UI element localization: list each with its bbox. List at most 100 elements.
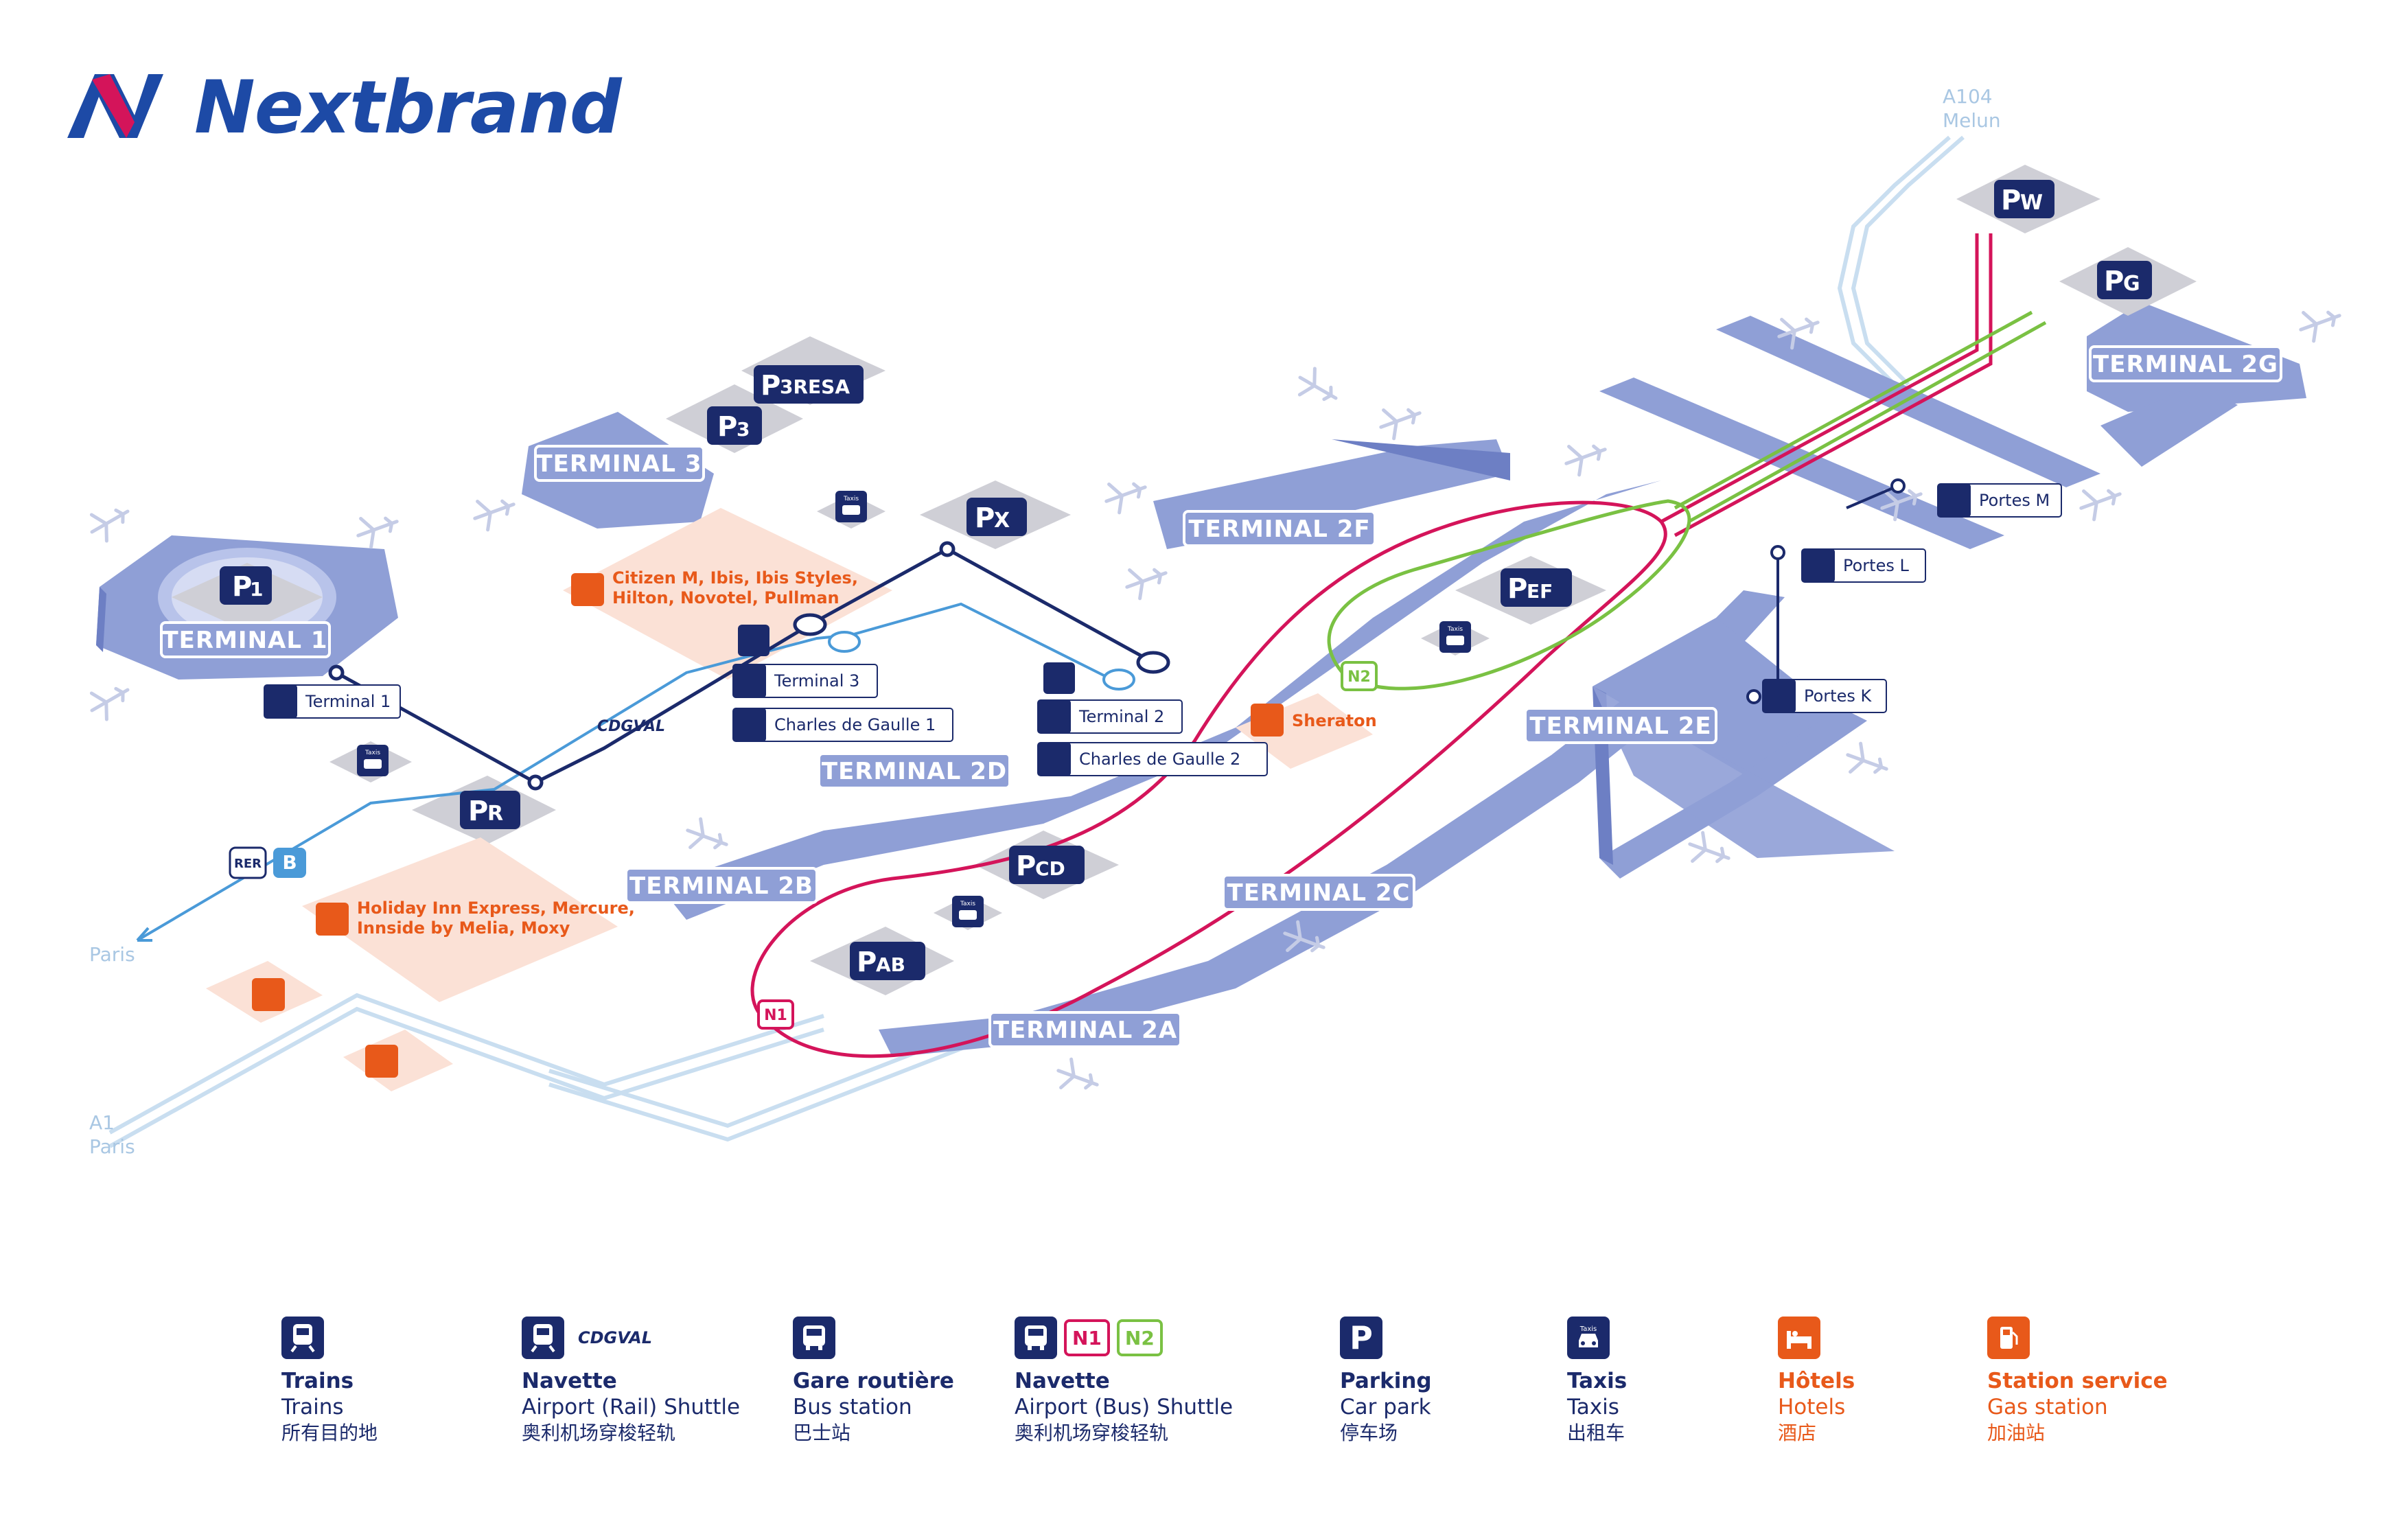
svg-text:CDGVAL: CDGVAL: [597, 718, 665, 735]
svg-text:TERMINAL 2G: TERMINAL 2G: [2093, 351, 2278, 378]
svg-text:1: 1: [250, 578, 263, 601]
cdgval-line: [335, 547, 1155, 785]
terminal-labels: TERMINAL 1 TERMINAL 3 TERMINAL 2F TERMIN…: [160, 345, 2282, 1048]
road-network: [108, 135, 1965, 1148]
legend-gas-zh: 加油站: [1987, 1422, 2046, 1444]
svg-text:TERMINAL 2D: TERMINAL 2D: [822, 758, 1007, 785]
svg-text:P: P: [975, 502, 995, 534]
brand-logo: Nextbrand: [60, 66, 622, 155]
svg-text:Portes M: Portes M: [1979, 491, 2050, 510]
svg-text:Portes K: Portes K: [1804, 686, 1872, 706]
legend-rail-shuttle: CDGVAL Navette Airport (Rail) Shuttle 奥利…: [522, 1314, 740, 1446]
gas-station-icon: [1987, 1317, 2030, 1359]
svg-text:Taxis: Taxis: [1447, 626, 1463, 633]
legend-taxis-fr: Taxis: [1567, 1369, 1628, 1393]
bus-icon: [738, 625, 769, 656]
legend-bus-station: Gare routière Bus station 巴士站: [793, 1314, 954, 1446]
svg-text:P: P: [2001, 185, 2021, 216]
taxi-icon: Taxis: [952, 896, 984, 927]
n2-spur-line: [1674, 310, 2033, 510]
legend-trains-fr: Trains: [281, 1369, 354, 1393]
gas-station-icon: [252, 978, 285, 1011]
parking-p3-sign: P3: [707, 406, 762, 445]
hotel-icon: [571, 573, 604, 606]
stop-cdg-2: Charles de Gaulle 2: [1037, 742, 1268, 776]
svg-text:Paris: Paris: [89, 1135, 135, 1158]
stop-terminal-2: Terminal 2: [1037, 699, 1183, 734]
n2-shuttle-line: [1327, 499, 1691, 691]
n1-shuttle-line: [750, 500, 1667, 1058]
rer-b-badge: B: [273, 848, 306, 878]
svg-text:Citizen M, Ibis, Ibis Styles,: Citizen M, Ibis, Ibis Styles,: [612, 568, 858, 588]
svg-text:AB: AB: [876, 953, 905, 976]
legend-parking-en: Car park: [1340, 1395, 1431, 1419]
taxi-icons: Taxis Taxis Taxis Taxis: [357, 491, 1471, 927]
svg-text:P: P: [1016, 850, 1036, 882]
terminal-2f-label: TERMINAL 2F: [1183, 510, 1376, 547]
svg-text:Terminal 2: Terminal 2: [1078, 707, 1164, 726]
stop-portes-m: Portes M: [1937, 483, 2062, 518]
rer-stations: [828, 631, 1135, 691]
legend-rail-en: Airport (Rail) Shuttle: [522, 1395, 741, 1419]
svg-text:N2: N2: [1347, 669, 1371, 686]
legend-bus-fr: Gare routière: [793, 1369, 954, 1393]
svg-text:N1: N1: [764, 1007, 787, 1024]
terminal-1-label: TERMINAL 1: [160, 621, 331, 658]
terminal-2c-label: TERMINAL 2C: [1222, 874, 1415, 911]
svg-text:3: 3: [737, 418, 750, 441]
n2-badge: N2: [1116, 1319, 1163, 1356]
svg-text:Taxis: Taxis: [843, 496, 859, 502]
legend-gas-en: Gas station: [1987, 1395, 2108, 1419]
svg-text:Charles de Gaulle 2: Charles de Gaulle 2: [1079, 750, 1240, 769]
terminal-2g-label: TERMINAL 2G: [2089, 345, 2282, 382]
legend-taxis: Taxis Taxis Taxis 出租车: [1567, 1314, 1627, 1446]
n1-spur-line-2: [1674, 233, 1993, 537]
line-badges: CDGVAL N1 N2 RER B: [229, 661, 1378, 1030]
svg-text:Melun: Melun: [1943, 109, 2001, 132]
parking-pr-sign: PR: [460, 791, 520, 829]
legend-taxis-en: Taxis: [1567, 1395, 1619, 1419]
svg-text:RER: RER: [234, 857, 262, 871]
bus-shuttle-icon: [1015, 1317, 1057, 1359]
legend: Trains Trains 所有目的地 CDGVAL Navette Airpo…: [0, 1314, 2408, 1472]
taxi-icon: Taxis: [1439, 621, 1471, 653]
bus-icon: [793, 1317, 835, 1359]
hotel-icon: [1778, 1317, 1820, 1359]
svg-text:X: X: [994, 509, 1010, 533]
parking-pg-sign: PG: [2097, 261, 2152, 299]
svg-text:W: W: [2020, 191, 2043, 215]
n1-badge: N1: [757, 999, 794, 1030]
parking-pcd-sign: PCD: [1009, 846, 1085, 884]
terminal-3-label: TERMINAL 3: [534, 445, 705, 482]
svg-text:A104: A104: [1943, 85, 1993, 108]
logo-mark-icon: [67, 74, 163, 138]
stop-cdg-1: Charles de Gaulle 1: [732, 708, 953, 742]
parking-pab-sign: PAB: [850, 942, 925, 980]
svg-text:TERMINAL 2B: TERMINAL 2B: [629, 872, 813, 900]
legend-parking: P Parking Car park 停车场: [1340, 1314, 1432, 1446]
svg-text:EF: EF: [1527, 580, 1553, 603]
rail-shuttle-icon: [522, 1317, 564, 1359]
legend-parking-fr: Parking: [1340, 1369, 1432, 1393]
svg-text:P: P: [468, 796, 488, 827]
svg-text:Innside by Melia, Moxy: Innside by Melia, Moxy: [357, 918, 570, 938]
n2-spur-line-2: [1687, 321, 2047, 524]
road-labels: A104 Melun Paris A1 Paris: [89, 85, 2001, 1158]
svg-text:Portes L: Portes L: [1843, 556, 1909, 575]
train-icon: [281, 1317, 324, 1359]
svg-text:Taxis: Taxis: [364, 750, 380, 756]
legend-rail-zh: 奥利机场穿梭轻轨: [522, 1422, 676, 1444]
legend-bus-en: Bus station: [793, 1395, 912, 1419]
svg-text:TERMINAL 2F: TERMINAL 2F: [1188, 515, 1370, 543]
svg-text:TERMINAL 1: TERMINAL 1: [162, 627, 327, 654]
legend-hotels-en: Hotels: [1778, 1395, 1846, 1419]
n1-badge: N1: [1064, 1319, 1110, 1356]
legend-shuttle-fr: Navette: [1015, 1369, 1110, 1393]
svg-text:TERMINAL 2C: TERMINAL 2C: [1227, 879, 1411, 907]
parking-pef-sign: PEF: [1501, 568, 1572, 607]
hotel-labels: Citizen M, Ibis, Ibis Styles, Hilton, No…: [252, 568, 1377, 1078]
svg-text:Terminal 1: Terminal 1: [305, 692, 391, 711]
svg-text:P: P: [1507, 573, 1527, 605]
n2-badge: N2: [1341, 661, 1378, 691]
